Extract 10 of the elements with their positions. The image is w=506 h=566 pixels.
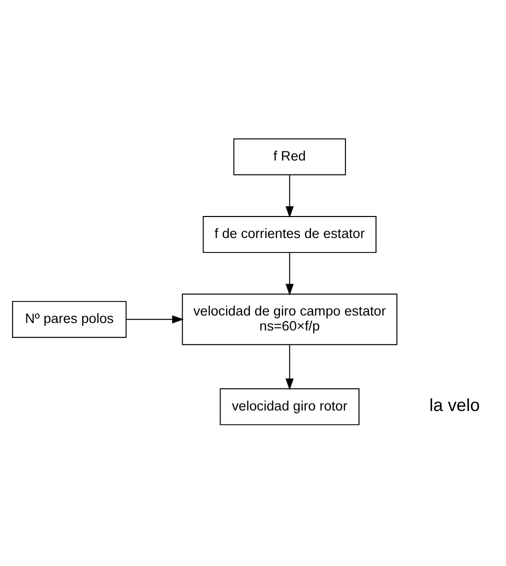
- node-box: f Red: [233, 138, 346, 176]
- arrow: [286, 252, 294, 296]
- node-box: velocidad giro rotor: [220, 388, 360, 426]
- arrow: [286, 174, 294, 218]
- node-box: Nº pares polos: [12, 300, 127, 338]
- node-box: velocidad de giro campo estator ns=60×f/p: [182, 294, 398, 346]
- arrow: [286, 344, 294, 390]
- node-box: f de corrientes de estator: [202, 216, 376, 253]
- arrow: [126, 315, 184, 324]
- label: la velo: [429, 395, 480, 416]
